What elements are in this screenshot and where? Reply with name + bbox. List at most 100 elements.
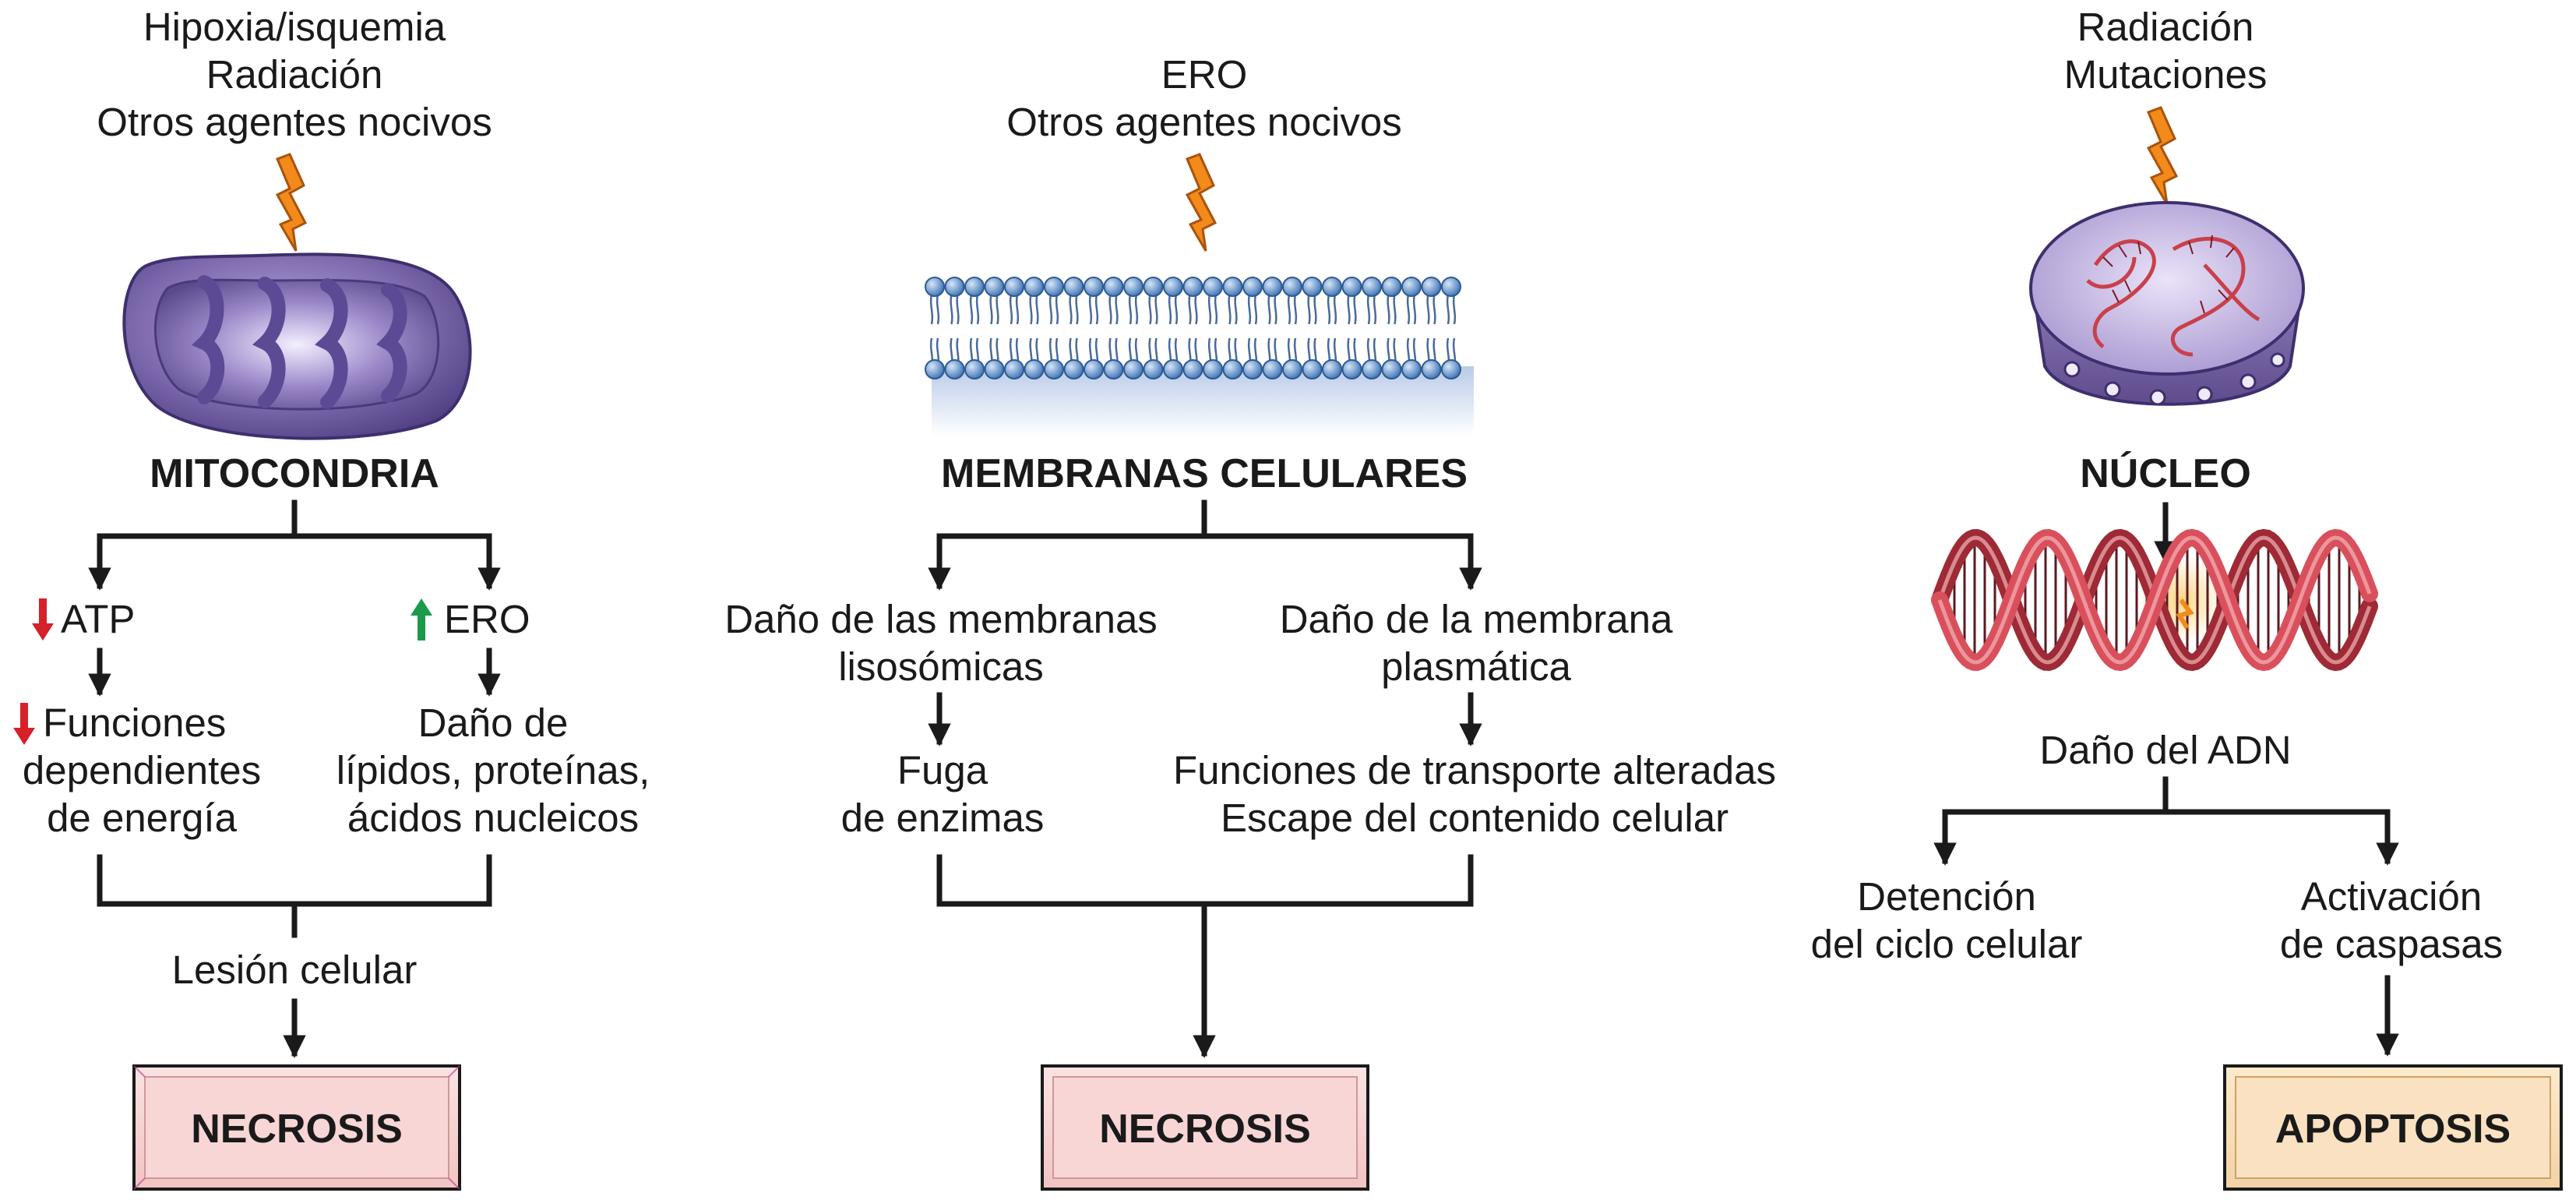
lipid-head (984, 277, 1005, 297)
lipid-head (1421, 277, 1442, 297)
lipid-head (1341, 359, 1362, 379)
organelle-title-mitochondria: MITOCONDRIA (150, 451, 439, 496)
lipid-tail (1188, 294, 1198, 367)
effect-text: Funciones de transporte alteradas (1173, 748, 1776, 792)
red-down-arrow-icon (13, 703, 35, 745)
lipid-head (1322, 359, 1342, 379)
cause-text: ERO (1161, 52, 1248, 97)
lipid-tail (1426, 294, 1436, 367)
lipid-head (1203, 359, 1223, 379)
lipid-head (944, 277, 965, 297)
lipid-head (1222, 277, 1243, 297)
effect-text: ácidos nucleicos (347, 796, 639, 840)
lipid-head (1163, 277, 1183, 297)
green-up-arrow-icon (411, 598, 432, 641)
lipid-head (1262, 277, 1283, 297)
lipid-head (1282, 277, 1302, 297)
lipid-tail (1069, 294, 1079, 367)
lipid-head (1242, 277, 1263, 297)
nucleus-pathway: Radiación Mutaciones (1811, 5, 2563, 1191)
lipid-head (1024, 359, 1045, 379)
branch-label-cell-cycle: del ciclo celular (1811, 922, 2083, 966)
outcome-box-necrosis: NECROSIS (132, 1064, 461, 1191)
lipid-tail (1387, 294, 1397, 367)
outcome-box-necrosis: NECROSIS (1041, 1064, 1369, 1191)
lipid-head (1441, 359, 1461, 379)
outcome-label: NECROSIS (1099, 1106, 1311, 1152)
effect-text: Daño de (418, 701, 569, 745)
lipid-head (1182, 359, 1203, 379)
organelle-title-nucleus: NÚCLEO (2080, 451, 2251, 496)
lipid-tail (1088, 294, 1099, 367)
lightning-bolt-icon (1185, 153, 1218, 252)
lipid-tail (1168, 294, 1179, 367)
lipid-head (1441, 277, 1461, 297)
lipid-head (1063, 359, 1084, 379)
lipid-head (964, 359, 985, 379)
cause-text: Otros agentes nocivos (1006, 100, 1401, 144)
lipid-head (1063, 277, 1084, 297)
lipid-head (1282, 359, 1302, 379)
branch-label-lysosomal: lisosómicas (838, 644, 1044, 689)
lipid-head (1024, 277, 1045, 297)
branch-label-plasma: Daño de la membrana (1280, 597, 1673, 641)
lipid-tail (1247, 294, 1258, 367)
lightning-bolt-icon (2146, 106, 2179, 205)
effect-text: lípidos, proteínas, (337, 748, 650, 792)
membranes-pathway: ERO Otros agentes nocivos MEMBRANAS CELU… (724, 52, 1776, 1191)
lipid-head (1004, 277, 1024, 297)
cause-text: Radiación (2077, 5, 2254, 49)
lipid-head (1084, 277, 1104, 297)
effect-text: Escape del contenido celular (1221, 796, 1728, 840)
lipid-head (1143, 359, 1164, 379)
branch-label-caspases: Activación (2301, 874, 2482, 919)
lipid-head (1242, 359, 1263, 379)
lipid-head (1103, 359, 1124, 379)
branch-label-cell-cycle: Detención (1857, 874, 2036, 919)
lipid-head (1163, 359, 1183, 379)
branch-label-caspases: de caspasas (2280, 922, 2503, 966)
lipid-tail (989, 294, 999, 367)
lipid-head (1401, 359, 1422, 379)
lipid-head (1123, 277, 1144, 297)
branch-label-atp: ATP (61, 597, 135, 641)
lipid-head (1203, 277, 1223, 297)
lipid-tail (1366, 294, 1377, 367)
lipid-head (1044, 359, 1064, 379)
lipid-head (925, 277, 945, 297)
lipid-head (1222, 359, 1243, 379)
lipid-head (1262, 359, 1283, 379)
lipid-tail (1128, 294, 1139, 367)
lipid-head (1123, 359, 1144, 379)
outcome-box-apoptosis: APOPTOSIS (2223, 1064, 2563, 1191)
lipid-tail (950, 294, 960, 367)
effect-text: Fuga (897, 748, 988, 792)
lipid-head (1143, 277, 1164, 297)
mitochondria-pathway: Hipoxia/isquemia Radiación Otros agentes… (13, 5, 650, 1191)
lipid-head (1421, 359, 1442, 379)
lipid-head (1004, 359, 1024, 379)
membrane-bilayer-icon (925, 277, 1474, 436)
lipid-tail (1148, 294, 1158, 367)
effect-text: de enzimas (841, 796, 1045, 840)
lipid-head (1322, 277, 1342, 297)
branch-label-lysosomal: Daño de las membranas (724, 597, 1158, 641)
lipid-head (984, 359, 1005, 379)
lipid-head (1362, 359, 1382, 379)
lipid-tail (1446, 294, 1457, 367)
lipid-tail (1267, 294, 1277, 367)
lipid-tail (1207, 294, 1218, 367)
lipid-head (1084, 359, 1104, 379)
mitochondrion-icon (122, 252, 472, 440)
merge-label-lesion-celular: Lesión celular (172, 948, 418, 992)
dna-strand-highlight (1937, 535, 2372, 665)
lipid-head (925, 359, 945, 379)
lightning-bolt-icon (275, 153, 308, 252)
lipid-head (1302, 359, 1323, 379)
dna-helix-icon (1931, 528, 2378, 672)
lipid-tail (929, 294, 940, 367)
lipid-tail (1228, 294, 1238, 367)
damage-label-adn: Daño del ADN (2039, 728, 2291, 772)
branch-label-ero: ERO (444, 597, 530, 641)
